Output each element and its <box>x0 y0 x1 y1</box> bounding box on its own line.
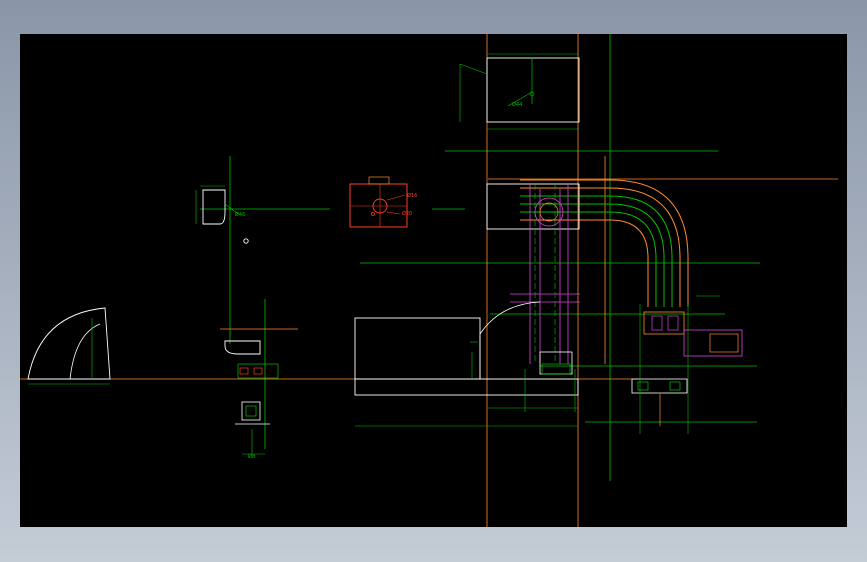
bottom-left-diameter-label: Ø8 <box>248 453 255 460</box>
cad-drawing[interactable]: Ø44 Ø46 Ø16 Ø20 <box>20 34 847 527</box>
column-rails[interactable] <box>486 183 580 364</box>
top-block[interactable]: Ø44 <box>459 53 580 130</box>
right-assembly[interactable] <box>631 295 743 434</box>
left-bracket[interactable]: Ø46 <box>195 185 249 244</box>
curved-guides[interactable] <box>520 179 689 307</box>
cad-viewport[interactable]: Ø44 Ø46 Ø16 Ø20 <box>20 34 847 527</box>
red-part[interactable]: Ø16 Ø20 <box>349 176 417 228</box>
red-part-diameter-label-2: Ø20 <box>402 210 412 217</box>
main-base[interactable] <box>354 301 579 427</box>
left-profile[interactable] <box>27 307 111 385</box>
left-small-assembly[interactable]: Ø8 <box>224 340 279 460</box>
top-block-diameter-label: Ø44 <box>512 101 522 108</box>
red-part-diameter-label-1: Ø16 <box>407 192 417 199</box>
guide-lines <box>20 34 838 527</box>
pin-hole-icon <box>243 238 249 244</box>
left-bracket-diameter-label: Ø46 <box>235 211 245 218</box>
construction-lines <box>200 34 760 481</box>
